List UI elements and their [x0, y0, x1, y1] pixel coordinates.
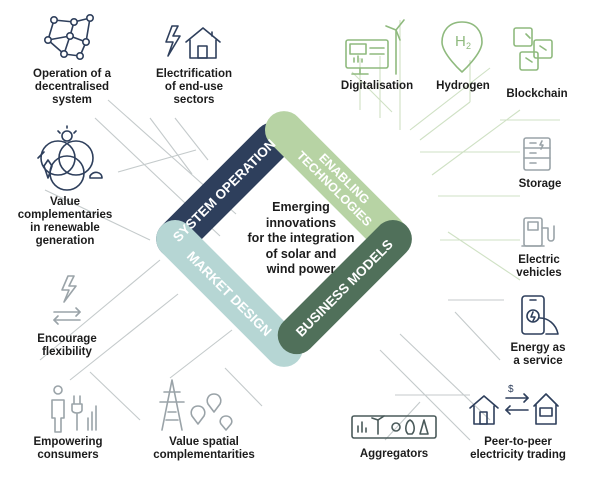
battery-storage-icon — [523, 137, 551, 171]
business-models-band — [277, 220, 412, 355]
pylon-pins-icon — [159, 379, 233, 431]
label-blockchain: Blockchain — [506, 88, 568, 100]
label-electric-vehicles: Electric vehicles — [516, 254, 562, 279]
svg-text:H: H — [455, 33, 466, 50]
label-peer-to-peer: Peer-to-peer electricity trading — [470, 436, 566, 461]
aggregator-strip-icon — [351, 415, 437, 439]
lightning-house-icon — [165, 25, 221, 59]
lightning-arrows-icon — [53, 275, 81, 325]
label-storage: Storage — [518, 178, 562, 190]
background-connector-lines — [39, 20, 560, 441]
people-plug-icon — [51, 385, 97, 433]
label-digitalisation: Digitalisation — [340, 80, 414, 92]
market-design-band — [156, 219, 303, 367]
label-encourage-flexibility: Encourage flexibility — [37, 333, 97, 358]
label-hydrogen: Hydrogen — [436, 80, 490, 92]
monitor-turbine-icon — [345, 19, 405, 75]
svg-text:$: $ — [508, 384, 514, 395]
ev-charger-icon — [521, 217, 555, 247]
label-aggregators: Aggregators — [359, 448, 429, 460]
label-value-spatial: Value spatial complementarities — [153, 436, 255, 461]
network-nodes-icon — [43, 14, 95, 60]
sun-wind-cycle-icon — [37, 125, 103, 191]
label-decentralised-system: Operation of a decentralised system — [33, 68, 111, 106]
system-operation-band — [156, 122, 292, 258]
label-value-complementaries: Value complementaries in renewable gener… — [17, 196, 113, 247]
phone-hand-icon — [521, 295, 559, 335]
houses-exchange-icon: $ — [469, 384, 559, 425]
enabling-technologies-band — [264, 111, 407, 253]
center-title: Emerging innovations for the integration… — [247, 200, 355, 276]
label-energy-as-service: Energy as a service — [510, 342, 566, 367]
svg-text:2: 2 — [466, 41, 471, 51]
label-empowering-consumers: Empowering consumers — [33, 436, 103, 461]
blockchain-cubes-icon — [513, 27, 553, 71]
h2-pin-icon: H 2 — [441, 21, 483, 73]
label-electrification: Electrification of end-use sectors — [155, 68, 233, 106]
